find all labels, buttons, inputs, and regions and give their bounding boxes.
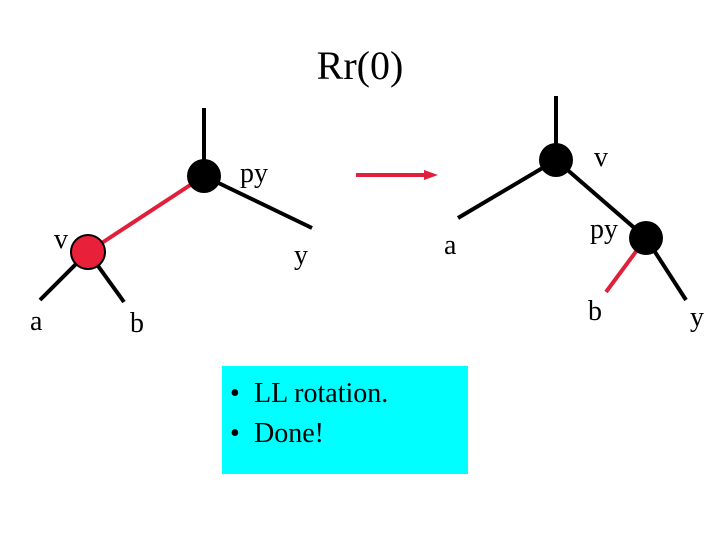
before-node-v xyxy=(70,234,106,270)
note-text: Done! xyxy=(254,418,324,449)
before-label-b: b xyxy=(130,308,144,339)
after-edge-v-a xyxy=(456,158,558,220)
bullet-marker: • xyxy=(230,378,240,409)
slide-title: Rr(0) xyxy=(316,43,404,88)
before-edge-py-y xyxy=(203,174,313,230)
before-node-py xyxy=(187,159,221,193)
after-label-a: a xyxy=(444,230,457,261)
before-edge-py-v xyxy=(86,174,206,254)
before-label-v: v xyxy=(54,224,68,255)
note-item: • Done! xyxy=(230,414,468,454)
after-label-py: py xyxy=(590,214,618,245)
note-list: • LL rotation. • Done! xyxy=(230,374,468,454)
after-label-v: v xyxy=(594,142,608,173)
after-node-py xyxy=(629,221,663,255)
bullet-marker: • xyxy=(230,418,240,449)
before-label-py: py xyxy=(240,158,268,189)
before-label-a: a xyxy=(30,306,43,337)
note-item: • LL rotation. xyxy=(230,374,468,414)
after-label-b: b xyxy=(588,296,602,327)
after-label-y: y xyxy=(690,302,704,333)
before-label-y: y xyxy=(294,240,308,271)
transform-arrow-head xyxy=(424,170,438,180)
after-node-v xyxy=(539,143,573,177)
after-edge-v-py xyxy=(554,158,648,240)
note-text: LL rotation. xyxy=(254,378,389,409)
note-box: • LL rotation. • Done! xyxy=(222,366,468,474)
